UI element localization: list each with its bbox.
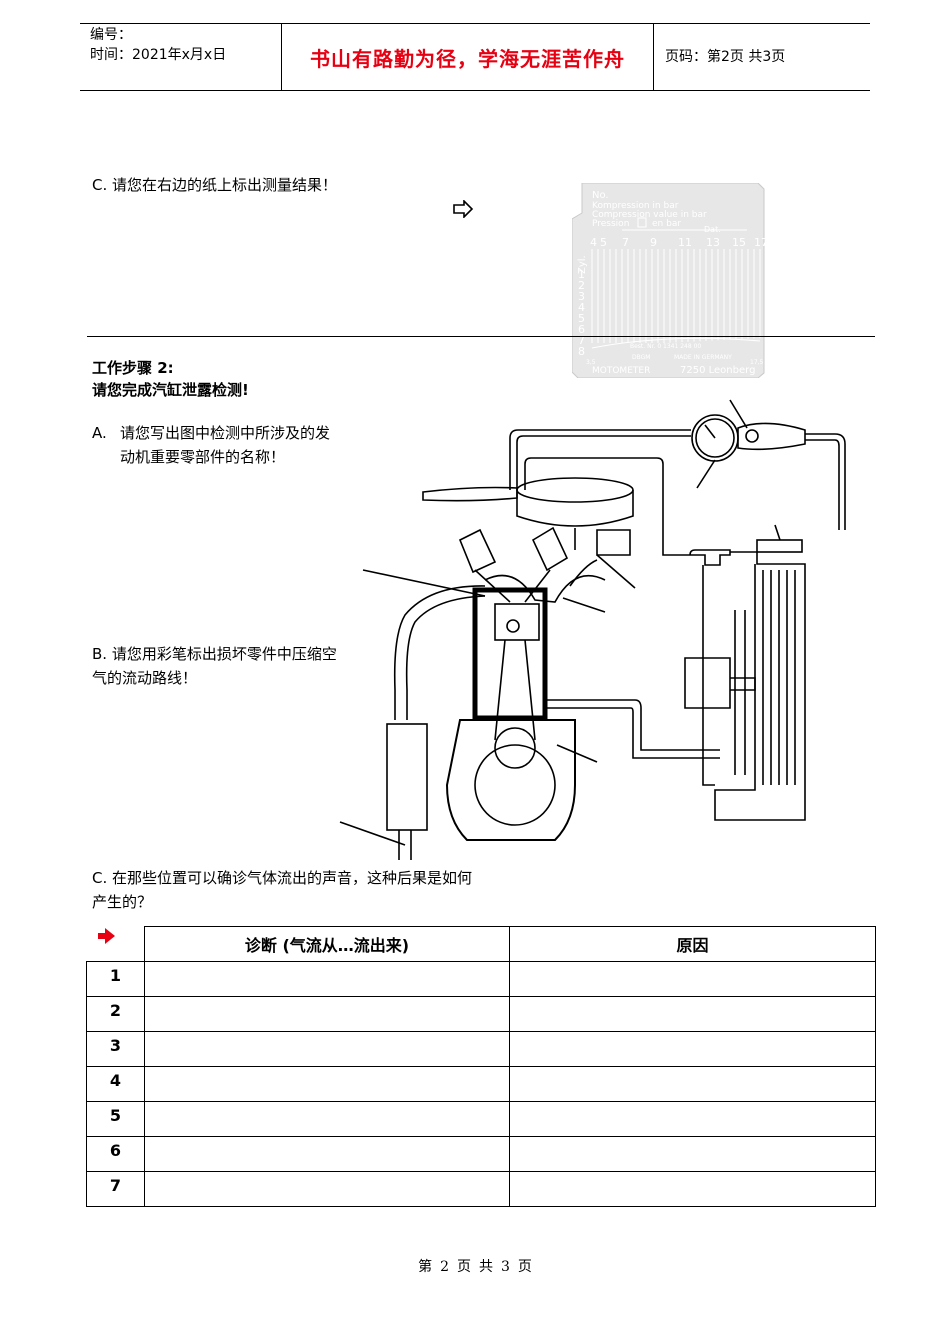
table-row: 5	[86, 1101, 876, 1137]
table-row: 4	[86, 1066, 876, 1102]
reason-cell[interactable]	[509, 1136, 876, 1172]
table-row: 2	[86, 996, 876, 1032]
card-top-tick: 7	[622, 236, 629, 249]
table-row: 1	[86, 961, 876, 997]
reason-cell[interactable]	[509, 961, 876, 997]
card-top-tick: 13	[706, 236, 720, 249]
header-slogan: 书山有路勤为径，学海无涯苦作舟	[310, 47, 625, 71]
card-best: Best. Nr. 0 1341 248 00	[630, 343, 701, 350]
row-number: 4	[86, 1066, 145, 1102]
row-number: 6	[86, 1136, 145, 1172]
instruction-c1: C. 请您在右边的纸上标出测量结果！	[92, 176, 338, 194]
footer-total-pages: 3	[501, 1259, 510, 1275]
header-rule-top	[80, 23, 870, 24]
card-line3b: en bar	[652, 219, 681, 229]
footer-c: 共	[479, 1259, 493, 1275]
card-top-tick: 17	[754, 236, 768, 249]
card-top-tick: 9	[650, 236, 657, 249]
compression-chart-card: No. Kompression in bar Compression value…	[572, 183, 768, 378]
right-arrow-icon	[453, 200, 474, 218]
reason-cell[interactable]	[509, 1066, 876, 1102]
step2-b-text: B. 请您用彩笔标出损坏零件中压缩空气的流动路线！	[92, 645, 337, 687]
header-divider	[653, 23, 654, 90]
step2-subtitle: 请您完成汽缸泄露检测!	[92, 381, 249, 399]
card-dbgm: DBGM	[632, 354, 650, 361]
column-diagnosis-header: 诊断 (气流从…流出来)	[144, 926, 510, 962]
diagnosis-cell[interactable]	[144, 961, 510, 997]
card-line2: Compression value in bar	[592, 210, 707, 220]
column-reason-header: 原因	[509, 926, 876, 962]
footer-b: 页	[457, 1259, 471, 1275]
card-line3a: Pression	[592, 219, 629, 229]
table-row: 3	[86, 1031, 876, 1067]
header-divider	[281, 23, 282, 90]
card-left-tick: 5	[578, 312, 585, 325]
row-number: 1	[86, 961, 145, 997]
diagnosis-cell[interactable]	[144, 1066, 510, 1102]
table-header-row: 诊断 (气流从…流出来) 原因	[86, 926, 876, 962]
diagnosis-cell[interactable]	[144, 1101, 510, 1137]
row-number: 2	[86, 996, 145, 1032]
diagnosis-cell[interactable]	[144, 1171, 510, 1207]
card-left-end: 3,5	[586, 359, 596, 366]
card-top-tick: 15	[732, 236, 746, 249]
card-zyl: Zyl.	[577, 255, 588, 274]
footer-a: 第	[418, 1259, 433, 1275]
step2-a-label: A.	[92, 424, 107, 442]
card-baseline-arc	[591, 337, 761, 349]
card-right-end: 17,5	[750, 359, 764, 366]
diagnosis-table: 诊断 (气流从…流出来) 原因 1 2 3 4 5	[86, 926, 876, 1207]
diagnosis-cell[interactable]	[144, 996, 510, 1032]
table-row: 6	[86, 1136, 876, 1172]
footer-d: 页	[517, 1259, 532, 1275]
card-top-tick: 5	[600, 236, 607, 249]
row-number: 7	[86, 1171, 145, 1207]
card-left-tick: 3	[578, 290, 585, 303]
table-row: 7	[86, 1171, 876, 1207]
reason-cell[interactable]	[509, 1101, 876, 1137]
header-time: 时间：2021年x月x日	[90, 47, 227, 63]
card-dat: Dat.	[704, 225, 721, 234]
step2-title: 工作步骤 2:	[92, 359, 174, 377]
reason-cell[interactable]	[509, 1171, 876, 1207]
table-corner-cell	[86, 926, 145, 962]
header-number: 编号：	[90, 27, 132, 43]
footer-page-number: 2	[440, 1259, 449, 1275]
reason-cell[interactable]	[509, 996, 876, 1032]
engine-leak-test-diagram	[339, 399, 846, 860]
step2-c-text: C. 在那些位置可以确诊气体流出的声音，这种后果是如何产生的？	[92, 869, 473, 911]
card-no: No.	[592, 190, 609, 201]
card-left-tick: 8	[578, 345, 585, 358]
card-brand: MOTOMETER	[592, 366, 650, 376]
card-made: MADE IN GERMANY	[674, 354, 732, 361]
header-rule-bottom	[80, 90, 870, 91]
row-number: 5	[86, 1101, 145, 1137]
card-city: 7250 Leonberg	[680, 365, 755, 376]
row-number: 3	[86, 1031, 145, 1067]
section-divider	[87, 336, 875, 337]
reason-cell[interactable]	[509, 1031, 876, 1067]
diagnosis-cell[interactable]	[144, 1136, 510, 1172]
card-left-tick: 1	[578, 268, 585, 281]
card-line1: Kompression in bar	[592, 201, 679, 211]
card-left-tick: 7	[578, 334, 585, 347]
card-left-tick: 4	[578, 301, 585, 314]
card-left-tick: 6	[578, 323, 585, 336]
card-top-tick: 11	[678, 236, 692, 249]
step2-a-text: 请您写出图中检测中所涉及的发动机重要零部件的名称！	[120, 424, 331, 466]
header-page: 页码：第2页 共3页	[665, 49, 786, 65]
card-left-tick: 2	[578, 279, 585, 292]
card-top-tick: 4	[590, 236, 597, 249]
diagnosis-cell[interactable]	[144, 1031, 510, 1067]
